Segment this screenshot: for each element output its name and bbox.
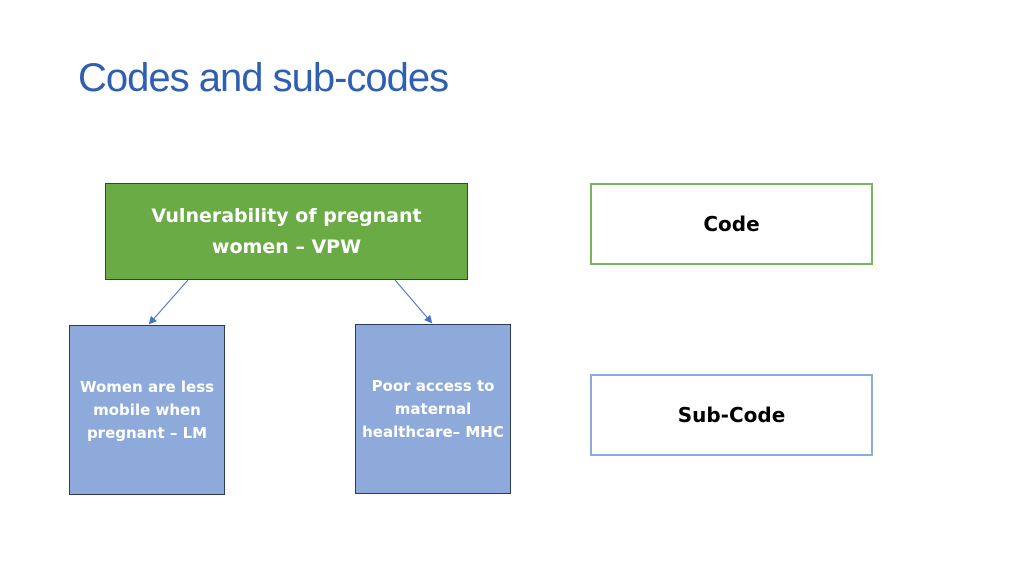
subcode-node-mhc: Poor access to maternal healthcare– MHC — [355, 324, 511, 494]
connector-arrow-left — [148, 279, 189, 325]
page-title: Codes and sub-codes — [78, 56, 449, 100]
connector-arrow-right — [394, 279, 433, 324]
subcode-node-label: Women are less mobile when pregnant – LM — [79, 377, 215, 442]
code-node-vpw: Vulnerability of pregnant women – VPW — [105, 183, 468, 280]
subcode-node-label: Poor access to maternal healthcare– MHC — [362, 376, 504, 441]
subcode-node-lm: Women are less mobile when pregnant – LM — [69, 325, 225, 495]
legend-subcode-box: Sub-Code — [590, 374, 873, 456]
legend-code-label: Code — [703, 212, 760, 236]
legend-subcode-label: Sub-Code — [677, 403, 786, 427]
code-node-label: Vulnerability of pregnant women – VPW — [151, 204, 422, 258]
legend-code-box: Code — [590, 183, 873, 265]
